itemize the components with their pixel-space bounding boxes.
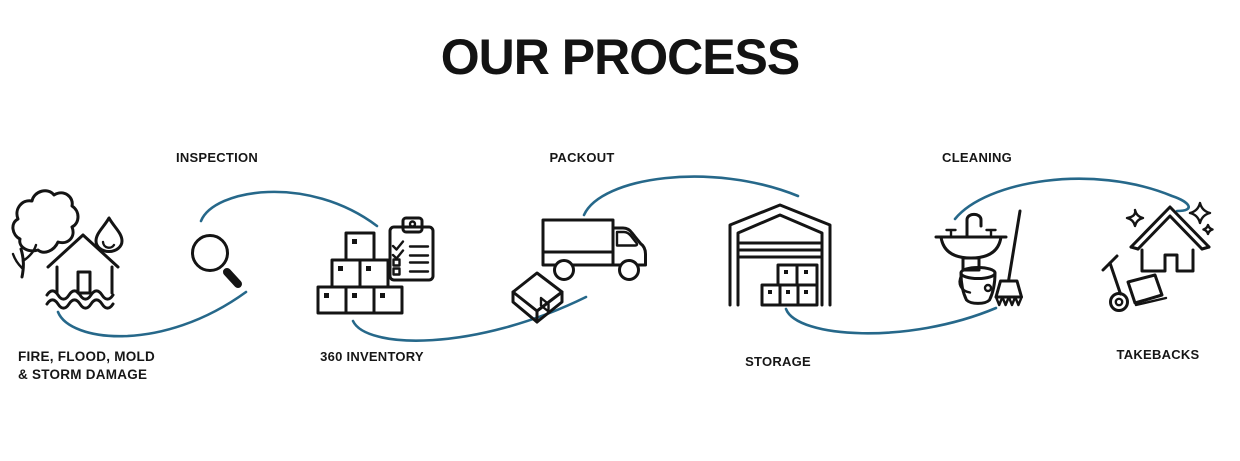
flood-waves-icon [45,289,115,310]
step-label-line: & STORM DAMAGE [18,367,148,382]
tree-icon [11,189,80,279]
step-label-line: FIRE, FLOOD, MOLD [18,349,155,364]
damaged-house-icon [11,189,124,310]
step-label-360-inventory: 360 INVENTORY [320,349,424,364]
step-label-cleaning: CLEANING [942,150,1012,165]
hand-truck-icon [1101,254,1168,312]
connector-cleaning-to-takebacks [953,177,1190,221]
sparkling-house-dolly-icon [1101,201,1214,312]
page-title: OUR PROCESS [440,29,801,85]
stacked-boxes-icon [316,231,404,315]
stacked-boxes-checklist-icon [316,216,435,315]
warehouse-building-icon [728,203,832,307]
step-label-inspection: INSPECTION [176,150,258,165]
warehouse-boxes-icon [728,203,832,307]
step-label-takebacks: TAKEBACKS [1117,347,1200,362]
broom-icon [994,209,1023,307]
connector-inspection-to-inventory [199,190,379,228]
connector-damage-to-inspection [56,290,248,338]
step-label-line: TAKEBACKS [1116,347,1200,362]
sink-icon [934,212,1008,272]
sparkle-icon [1125,201,1214,236]
house-icon [46,233,120,295]
step-label-storage: STORAGE [745,354,811,369]
step-label-line: INSPECTION [176,150,258,165]
connector-storage-to-cleaning [784,306,998,335]
moving-truck-box-icon [511,218,647,324]
checklist-clipboard-icon [388,216,435,282]
connector-packout-to-storage [582,175,800,217]
step-label-line: STORAGE [745,354,811,369]
step-label-fire-flood-mold-storm-damage: FIRE, FLOOD, MOLD & STORM DAMAGE [18,348,155,384]
truck-icon [541,218,647,281]
step-label-line: 360 INVENTORY [320,349,424,364]
stored-boxes-icon [760,263,819,307]
step-label-packout: PACKOUT [549,150,614,165]
bucket-icon [958,266,997,305]
cardboard-box-icon [511,271,564,324]
clean-house-icon [1129,205,1211,273]
sink-bucket-broom-icon [934,209,1023,307]
magnifying-glass-icon [191,234,242,288]
step-label-line: PACKOUT [549,150,615,165]
flame-icon [94,216,124,253]
step-label-line: CLEANING [942,150,1012,165]
